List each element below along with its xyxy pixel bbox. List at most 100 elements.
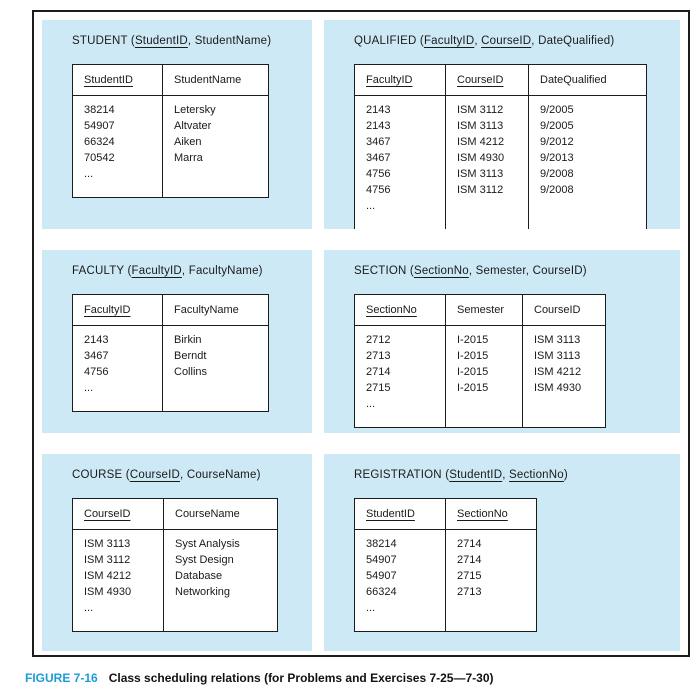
ellipsis-cell: ... <box>72 380 163 412</box>
table-row: 70542 Marra <box>72 150 269 166</box>
table-cell: 2715 <box>457 570 482 582</box>
table-cell: ISM 4212 <box>72 568 164 584</box>
table-cell: I-2015 <box>445 380 523 396</box>
table-cell: Networking <box>175 586 231 598</box>
table-cell <box>446 600 537 632</box>
attribute-name: StudentID <box>134 35 188 47</box>
table-cell: Collins <box>174 366 208 378</box>
table-cell: Syst Design <box>175 554 234 566</box>
column-header-label: Semester <box>457 304 505 316</box>
table-cell: 2712 <box>354 325 446 348</box>
relation-panel-section: SECTION (SectionNo, Semester, CourseID)S… <box>324 250 680 433</box>
table-cell: ISM 4212 <box>445 134 529 150</box>
figure-caption-text: Class scheduling relations (for Problems… <box>108 671 494 685</box>
attribute-name: CourseName <box>186 469 257 481</box>
header-row: FacultyID CourseID DateQualified <box>354 64 647 96</box>
table-cell: 2714 <box>457 554 482 566</box>
table-cell: ISM 3112 <box>445 182 529 198</box>
attribute-name: SectionNo <box>509 469 564 481</box>
table-cell: 2714 <box>354 364 446 380</box>
column-header: StudentName <box>162 64 269 96</box>
relation-name: STUDENT <box>72 35 128 47</box>
column-header-label: StudentID <box>366 508 415 520</box>
column-header: FacultyName <box>162 294 269 326</box>
ellipsis-row: ... <box>72 380 269 412</box>
relation-title: FACULTY (FacultyID, FacultyName) <box>72 265 263 277</box>
column-header-label: FacultyID <box>84 304 131 316</box>
relation-panel-course: COURSE (CourseID, CourseName)CourseID Cou… <box>42 454 312 651</box>
header-row: SectionNo Semester CourseID <box>354 294 606 326</box>
attribute-name: CourseID <box>129 469 181 481</box>
header-row: FacultyID FacultyName <box>72 294 269 326</box>
table-row: 54907 2715 <box>354 568 537 584</box>
column-header: DateQualified <box>528 64 647 96</box>
table-cell: Syst Analysis <box>175 538 240 550</box>
table-cell: ISM 3113 <box>445 166 529 182</box>
figure-caption: FIGURE 7-16 Class scheduling relations (f… <box>25 670 494 686</box>
figure-caption-label: FIGURE 7-16 <box>25 671 98 685</box>
table-cell: Marra <box>174 152 203 164</box>
table-cell <box>529 198 647 229</box>
column-header: StudentID <box>72 64 163 96</box>
column-header-label: FacultyName <box>174 304 239 316</box>
attribute-name: SectionNo <box>413 265 469 277</box>
relation-name: FACULTY <box>72 265 125 277</box>
table-cell: 2713 <box>354 348 446 364</box>
table-cell: Altvater <box>174 120 212 132</box>
relation-title: COURSE (CourseID, CourseName) <box>72 469 261 481</box>
column-header-label: CourseID <box>457 74 504 86</box>
table-cell: ISM 3112 <box>445 95 529 118</box>
column-header-label: CourseName <box>175 508 240 520</box>
relation-panel-registration: REGISTRATION (StudentID, SectionNo)Stude… <box>324 454 680 651</box>
table-cell <box>164 600 278 632</box>
table-cell: I-2015 <box>445 325 523 348</box>
table-cell <box>445 396 523 428</box>
ellipsis-cell: ... <box>72 166 163 198</box>
column-header: SectionNo <box>445 498 537 530</box>
relation-title: QUALIFIED (FacultyID, CourseID, DateQual… <box>354 35 615 47</box>
table-cell: 2143 <box>354 95 446 118</box>
table-cell: 66324 <box>354 584 446 600</box>
relation-panel-student: STUDENT (StudentID, StudentName)StudentI… <box>42 20 312 229</box>
column-header-label: FacultyID <box>366 74 413 86</box>
column-header: StudentID <box>354 498 446 530</box>
table-cell: 70542 <box>72 150 163 166</box>
table-cell <box>445 198 529 229</box>
column-header: SectionNo <box>354 294 446 326</box>
column-header: FacultyID <box>72 294 163 326</box>
table-cell: ISM 4212 <box>534 366 582 378</box>
column-header-label: SectionNo <box>366 304 417 316</box>
table-cell: 4756 <box>354 166 446 182</box>
ellipsis-row: ... <box>354 600 537 632</box>
ellipsis-row: ... <box>72 600 278 632</box>
ellipsis-row: ... <box>354 198 647 229</box>
table-cell: 3467 <box>354 150 446 166</box>
table-cell: Letersky <box>174 104 216 116</box>
column-header: Semester <box>445 294 523 326</box>
attribute-name: FacultyName <box>188 265 259 277</box>
table-cell: 54907 <box>354 568 446 584</box>
column-header-label: CourseID <box>534 304 581 316</box>
attribute-name: CourseID <box>532 265 583 277</box>
table-cell: 38214 <box>354 529 446 552</box>
column-header-label: SectionNo <box>457 508 508 520</box>
table-cell: 9/2012 <box>540 136 574 148</box>
table-cell: 4756 <box>354 182 446 198</box>
